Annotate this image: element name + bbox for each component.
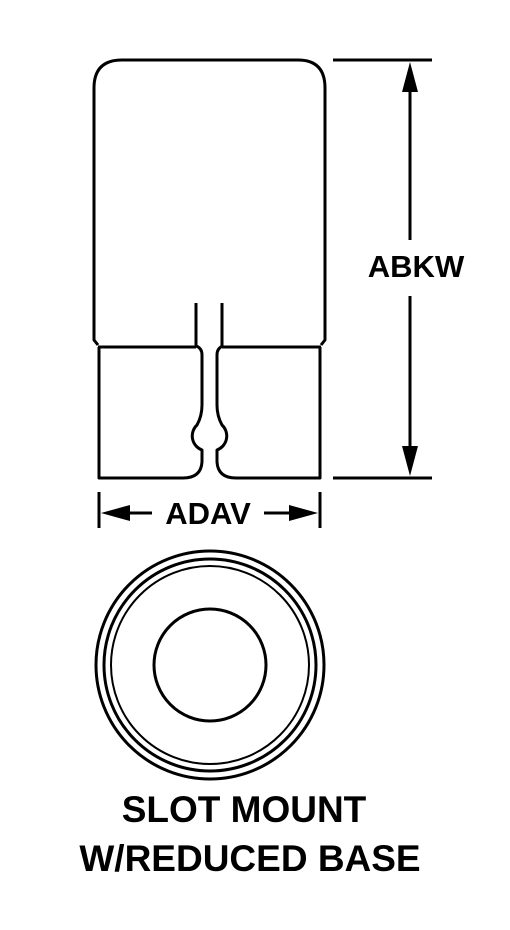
end-view-inner-circle (152, 607, 268, 723)
width-dimension-label: ADAV (165, 496, 251, 531)
end-view (94, 549, 326, 781)
height-dimension-label: ABKW (368, 249, 465, 284)
caption-line-1: SLOT MOUNT (122, 789, 367, 830)
height-arrow-down-icon (402, 446, 418, 476)
width-dimension (97, 492, 322, 528)
base-left-half (97, 344, 204, 480)
upper-body-outline (92, 58, 327, 346)
caption-line-2: W/REDUCED BASE (79, 838, 420, 879)
end-view-outer-ring (94, 549, 326, 781)
height-dimension (333, 58, 432, 480)
base-right-half (215, 344, 322, 480)
side-view (92, 58, 327, 480)
width-arrow-right-icon (289, 505, 318, 521)
width-arrow-left-icon (101, 505, 130, 521)
end-view-middle-ring (102, 557, 318, 773)
end-view-base-ring (110, 565, 310, 765)
height-arrow-up-icon (402, 62, 418, 92)
